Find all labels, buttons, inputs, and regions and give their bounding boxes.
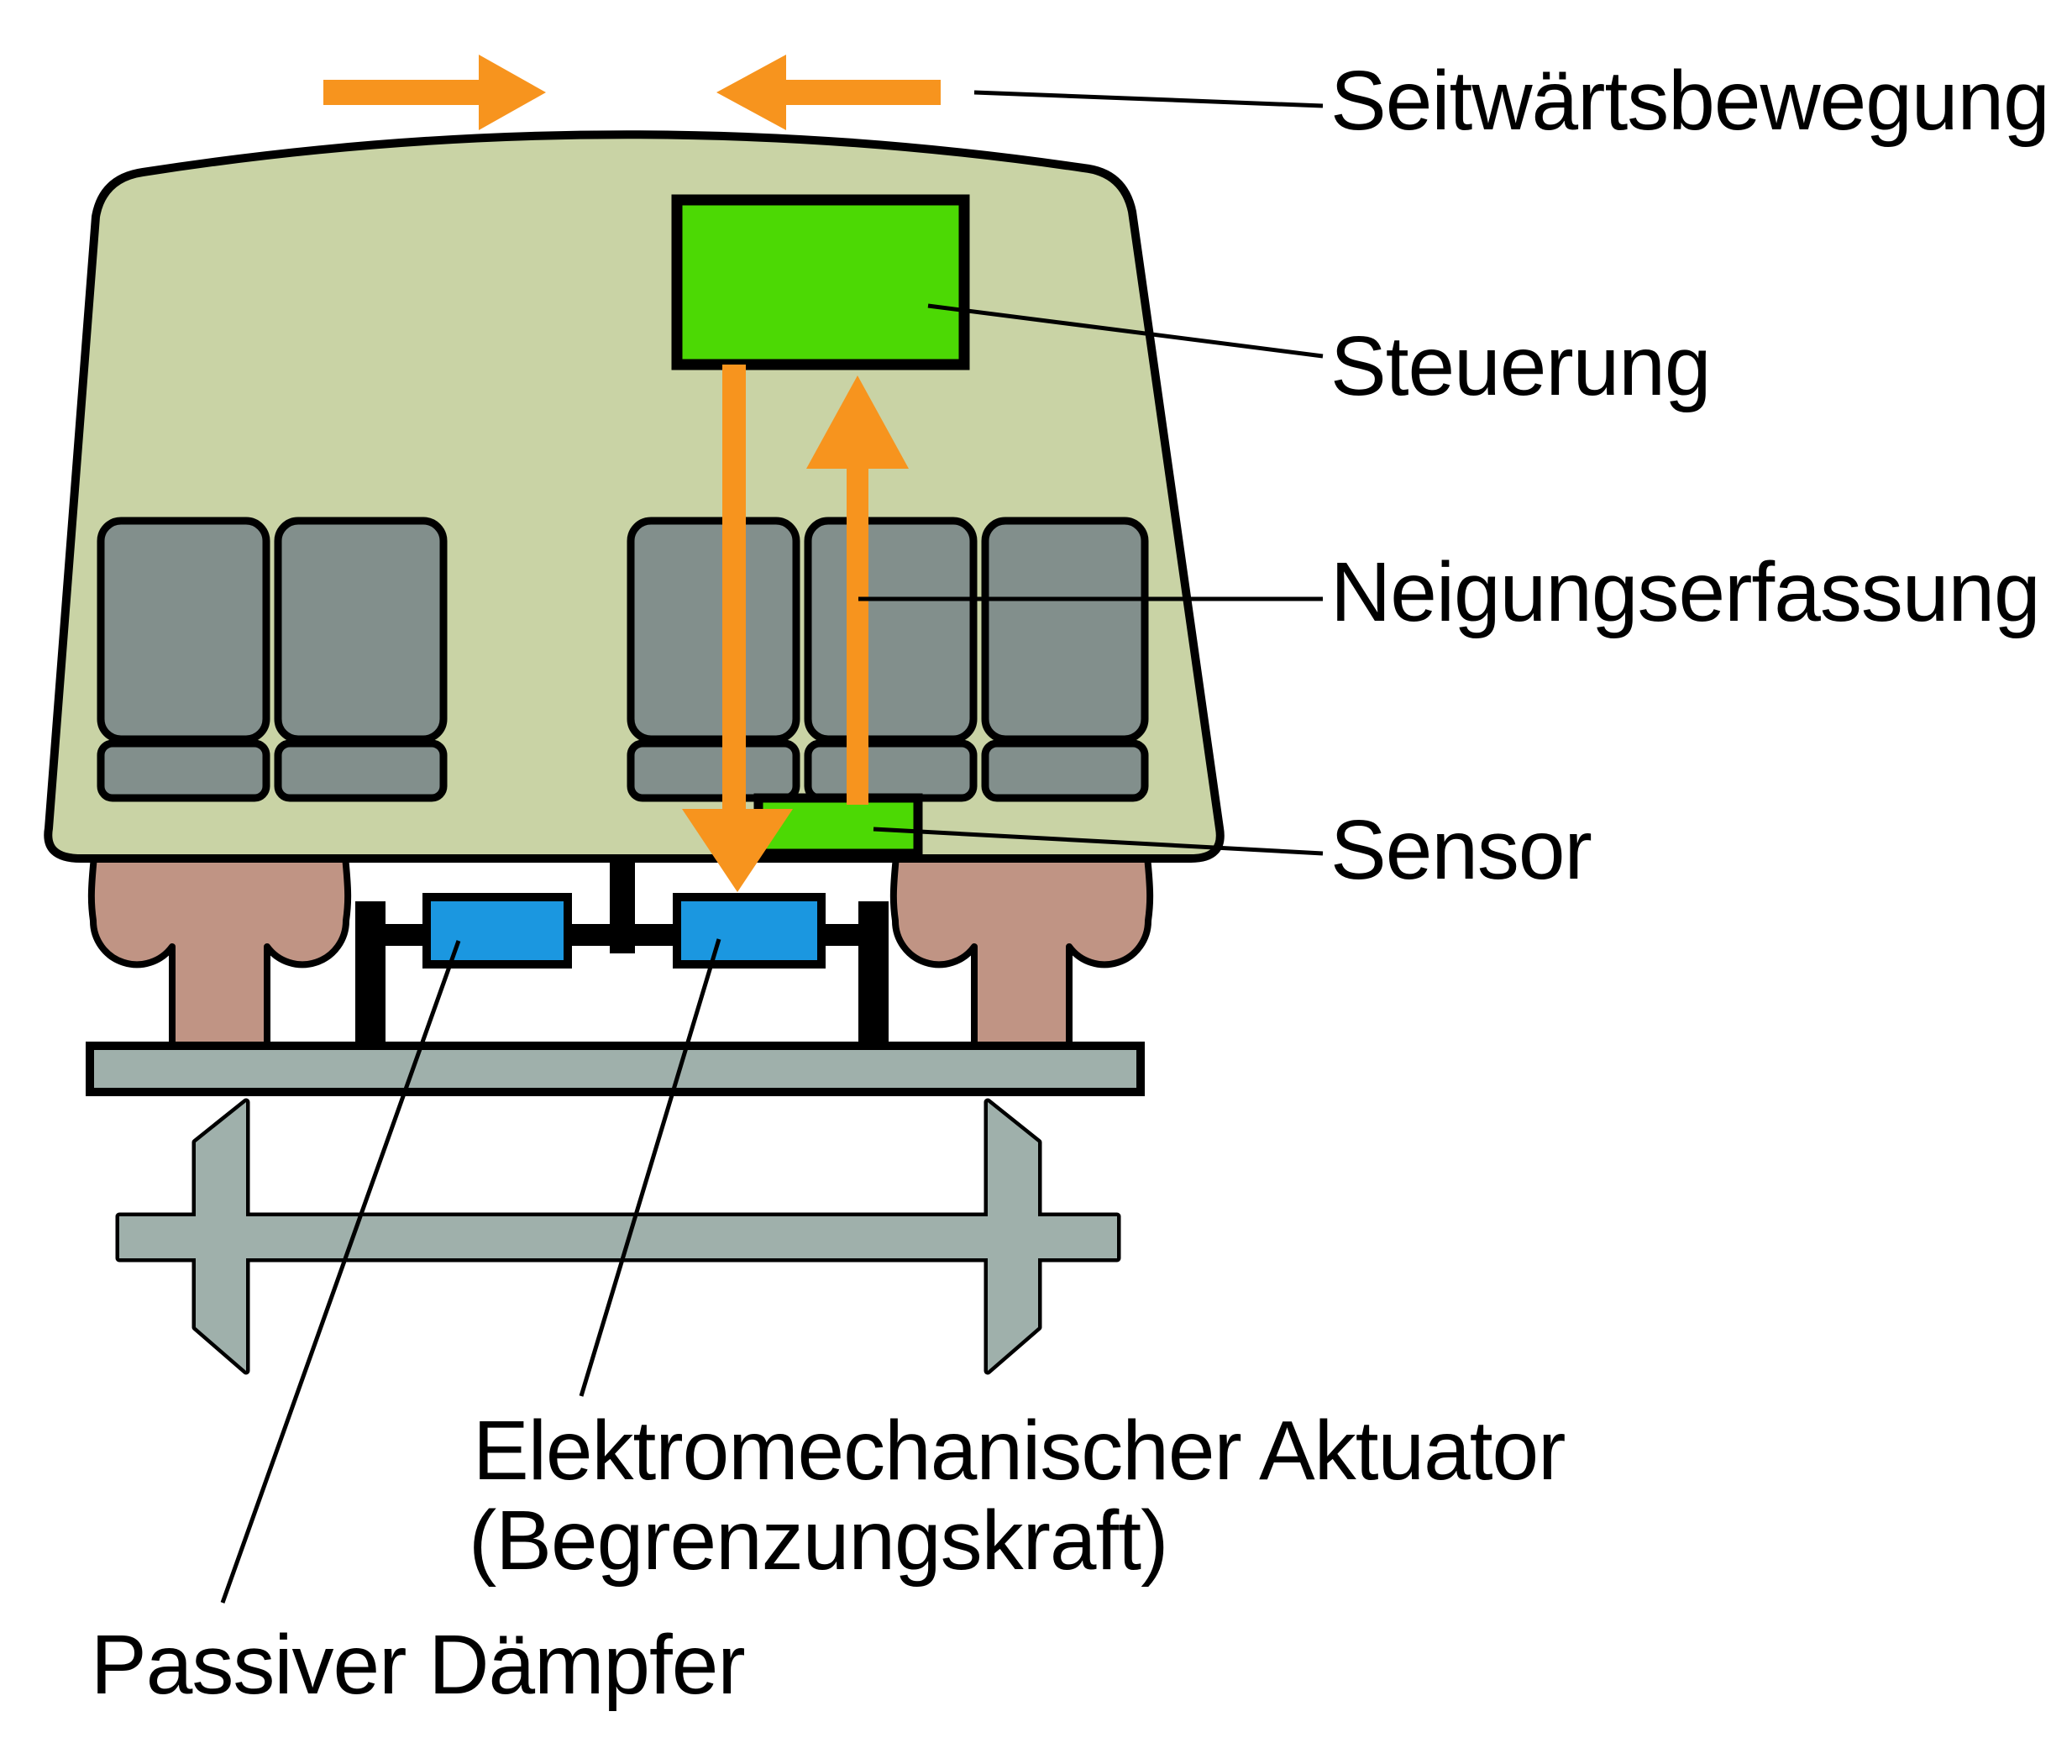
seat-cushion: [804, 739, 978, 802]
seat-back: [97, 517, 270, 743]
seat-cushion: [627, 739, 800, 802]
leader-passiver-daempfer: [220, 940, 461, 1604]
label-aktuator-line1: Elektromechanischer Aktuator: [473, 1404, 1566, 1498]
seat-cushion: [274, 739, 448, 802]
seat-back: [627, 517, 800, 743]
wheelset: [115, 1098, 1121, 1375]
bogie-beam: [86, 1042, 1145, 1096]
steuerung-box: [671, 194, 970, 370]
seat-cushion: [981, 739, 1149, 802]
seat-back: [804, 517, 978, 743]
leader-sensor: [873, 827, 1324, 856]
leader-lines: [220, 90, 1324, 1604]
leader-aktuator: [579, 938, 721, 1397]
label-passiver-daempfer: Passiver Dämpfer: [91, 1618, 746, 1712]
lateral-motion-arrow-right-icon: [323, 55, 546, 130]
air-spring-right: [889, 853, 1154, 1052]
control-signal-down-arrow-icon: [682, 365, 793, 892]
label-steuerung: Steuerung: [1330, 319, 1711, 413]
air-spring-left: [87, 853, 352, 1052]
seat-cushion: [97, 739, 270, 802]
seat-back: [981, 517, 1149, 743]
frame-post-left: [355, 901, 386, 1050]
frame-post-right: [858, 901, 889, 1050]
suspension-group: [87, 853, 1154, 1052]
label-sensor: Sensor: [1330, 803, 1592, 897]
label-aktuator-line2: (Begrenzungskraft): [469, 1494, 1168, 1588]
arrow-group: [323, 55, 941, 892]
axle-fill: [119, 1216, 1117, 1258]
passive-damper-box: [422, 893, 572, 969]
leader-steuerung: [927, 303, 1324, 359]
seat-back: [274, 517, 448, 743]
leader-seitwaertsbewegung: [973, 90, 1324, 108]
seat-group: [97, 517, 1149, 802]
label-neigungserfassung: Neigungserfassung: [1330, 545, 2041, 639]
actuator-box: [673, 893, 826, 969]
lateral-motion-arrow-left-icon: [716, 55, 941, 130]
label-seitwaertsbewegung: Seitwärtsbewegung: [1330, 54, 2050, 148]
sensor-signal-up-arrow-icon: [806, 375, 909, 805]
sensor-box: [753, 793, 923, 858]
